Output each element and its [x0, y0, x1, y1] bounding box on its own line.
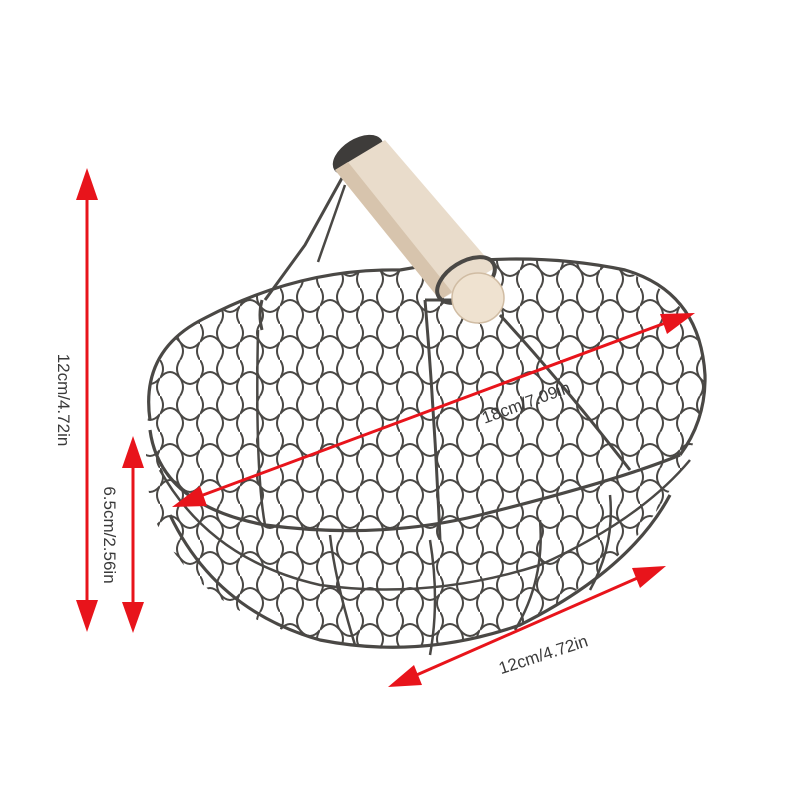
height-basket-label: 6.5cm/2.56in — [100, 486, 119, 583]
basket-mesh — [146, 260, 705, 648]
height-total-arrow — [76, 168, 98, 632]
length-arrow — [172, 313, 695, 507]
width-arrow — [388, 566, 666, 687]
handle-side-wires — [263, 177, 347, 301]
dimension-arrows — [76, 168, 695, 687]
height-total-label: 12cm/4.72in — [54, 354, 73, 447]
width-label: 12cm/4.72in — [496, 631, 590, 678]
height-basket-arrow — [122, 436, 144, 633]
wooden-handle — [332, 134, 505, 324]
